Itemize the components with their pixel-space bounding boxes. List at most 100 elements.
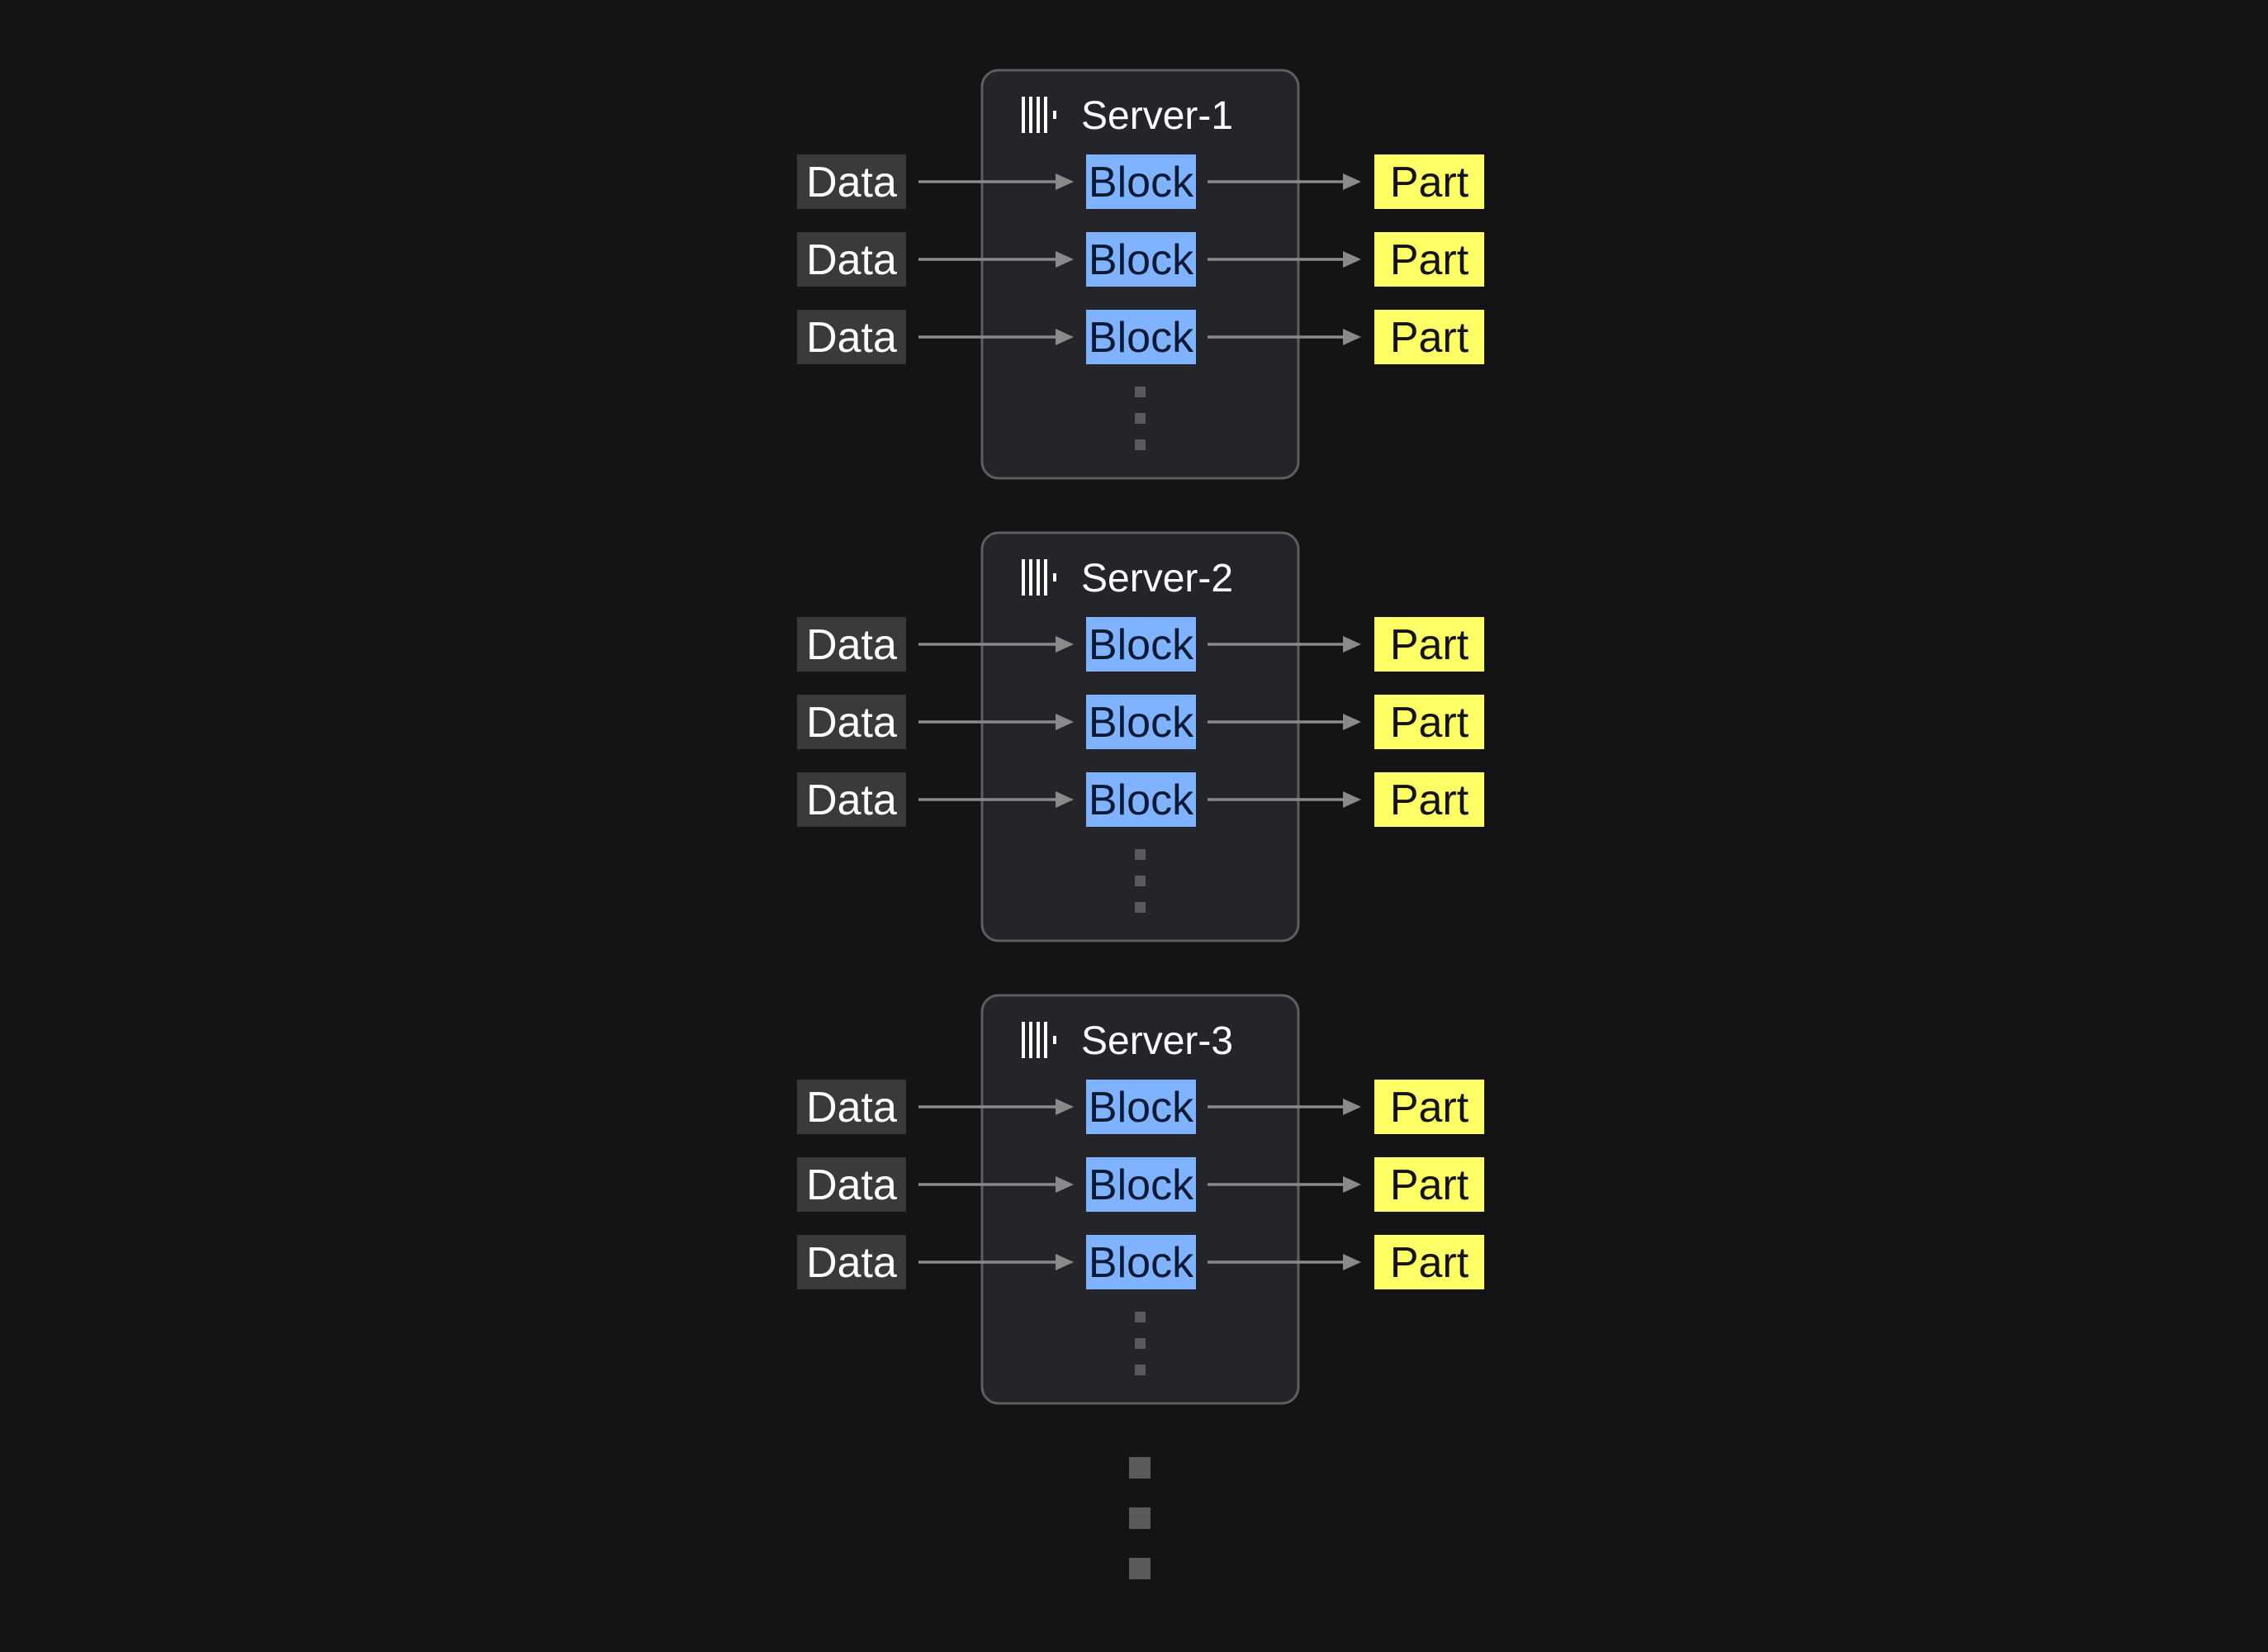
data-node-label: Data bbox=[806, 159, 897, 206]
part-node: Part bbox=[1374, 232, 1484, 287]
arrowhead-icon bbox=[1343, 329, 1361, 345]
data-node-label: Data bbox=[806, 699, 897, 747]
part-node: Part bbox=[1374, 1157, 1484, 1212]
part-node-box bbox=[1374, 772, 1484, 827]
block-node-label: Block bbox=[1089, 159, 1194, 206]
data-node-label: Data bbox=[806, 1239, 897, 1287]
arrowhead-icon bbox=[1056, 251, 1074, 268]
data-node-box bbox=[797, 617, 906, 672]
part-node-box bbox=[1374, 1235, 1484, 1289]
data-node: Data bbox=[797, 232, 906, 287]
part-node-label: Part bbox=[1390, 776, 1469, 824]
data-node: Data bbox=[797, 154, 906, 209]
block-node-label: Block bbox=[1089, 1161, 1194, 1209]
data-node-label: Data bbox=[806, 1084, 897, 1132]
arrowhead-icon bbox=[1343, 1254, 1361, 1270]
flow-row: Data Block Part bbox=[797, 310, 1484, 364]
arrowhead-icon bbox=[1056, 1176, 1074, 1193]
part-node-box bbox=[1374, 232, 1484, 287]
data-node-box bbox=[797, 232, 906, 287]
part-node: Part bbox=[1374, 772, 1484, 827]
block-node: Block bbox=[1086, 772, 1196, 827]
block-node-box bbox=[1086, 1080, 1196, 1134]
part-node-label: Part bbox=[1390, 159, 1469, 206]
server-title: Server-3 bbox=[1081, 1019, 1233, 1063]
arrowhead-icon bbox=[1056, 1254, 1074, 1270]
data-node: Data bbox=[797, 1235, 906, 1289]
part-node-box bbox=[1374, 617, 1484, 672]
arrowhead-icon bbox=[1343, 791, 1361, 808]
data-node: Data bbox=[797, 617, 906, 672]
data-node-box bbox=[797, 310, 906, 364]
block-node: Block bbox=[1086, 232, 1196, 287]
arrowhead-icon bbox=[1056, 1099, 1074, 1115]
data-node-label: Data bbox=[806, 314, 897, 362]
part-node: Part bbox=[1374, 310, 1484, 364]
data-node-box bbox=[797, 154, 906, 209]
part-node: Part bbox=[1374, 154, 1484, 209]
part-node: Part bbox=[1374, 695, 1484, 749]
block-node-box bbox=[1086, 1157, 1196, 1212]
more-blocks-ellipsis-icon bbox=[1135, 1312, 1146, 1375]
flow-row: Data Block Part bbox=[797, 232, 1484, 287]
block-node-box bbox=[1086, 154, 1196, 209]
server-columns-icon bbox=[1022, 1022, 1056, 1058]
part-node-box bbox=[1374, 1157, 1484, 1212]
arrowhead-icon bbox=[1056, 791, 1074, 808]
block-node: Block bbox=[1086, 1235, 1196, 1289]
arrowhead-icon bbox=[1056, 329, 1074, 345]
part-node: Part bbox=[1374, 617, 1484, 672]
part-node-label: Part bbox=[1390, 1161, 1469, 1209]
data-node-box bbox=[797, 1157, 906, 1212]
data-node: Data bbox=[797, 310, 906, 364]
block-node-box bbox=[1086, 695, 1196, 749]
more-blocks-ellipsis-icon bbox=[1135, 849, 1146, 913]
server-columns-icon bbox=[1022, 97, 1056, 133]
data-node-box bbox=[797, 1235, 906, 1289]
data-node-box bbox=[797, 772, 906, 827]
part-node: Part bbox=[1374, 1080, 1484, 1134]
block-node-box bbox=[1086, 617, 1196, 672]
arrowhead-icon bbox=[1056, 714, 1074, 730]
data-node-label: Data bbox=[806, 776, 897, 824]
data-node-label: Data bbox=[806, 236, 897, 284]
part-node-label: Part bbox=[1390, 1239, 1469, 1287]
part-node-box bbox=[1374, 154, 1484, 209]
arrowhead-icon bbox=[1343, 1099, 1361, 1115]
block-node-label: Block bbox=[1089, 314, 1194, 362]
flow-row: Data Block Part bbox=[797, 695, 1484, 749]
flow-row: Data Block Part bbox=[797, 1080, 1484, 1134]
data-node: Data bbox=[797, 1157, 906, 1212]
block-node-label: Block bbox=[1089, 236, 1194, 284]
more-blocks-ellipsis-icon bbox=[1135, 387, 1146, 450]
part-node-box bbox=[1374, 1080, 1484, 1134]
arrowhead-icon bbox=[1056, 636, 1074, 653]
block-node-box bbox=[1086, 232, 1196, 287]
arrowhead-icon bbox=[1343, 251, 1361, 268]
block-node-label: Block bbox=[1089, 699, 1194, 747]
block-node: Block bbox=[1086, 617, 1196, 672]
server-title: Server-2 bbox=[1081, 557, 1233, 601]
block-node-label: Block bbox=[1089, 1084, 1194, 1132]
part-node-label: Part bbox=[1390, 1084, 1469, 1132]
block-node: Block bbox=[1086, 1080, 1196, 1134]
part-node-label: Part bbox=[1390, 699, 1469, 747]
flow-row: Data Block Part bbox=[797, 617, 1484, 672]
arrowhead-icon bbox=[1343, 1176, 1361, 1193]
more-servers-ellipsis-icon bbox=[1129, 1457, 1151, 1579]
server-columns-icon bbox=[1022, 559, 1056, 596]
block-node-box bbox=[1086, 1235, 1196, 1289]
block-node: Block bbox=[1086, 1157, 1196, 1212]
arrowhead-icon bbox=[1343, 714, 1361, 730]
block-node: Block bbox=[1086, 695, 1196, 749]
flow-row: Data Block Part bbox=[797, 1235, 1484, 1289]
data-node: Data bbox=[797, 1080, 906, 1134]
data-node-box bbox=[797, 695, 906, 749]
flow-row: Data Block Part bbox=[797, 1157, 1484, 1212]
data-node: Data bbox=[797, 772, 906, 827]
data-node: Data bbox=[797, 695, 906, 749]
